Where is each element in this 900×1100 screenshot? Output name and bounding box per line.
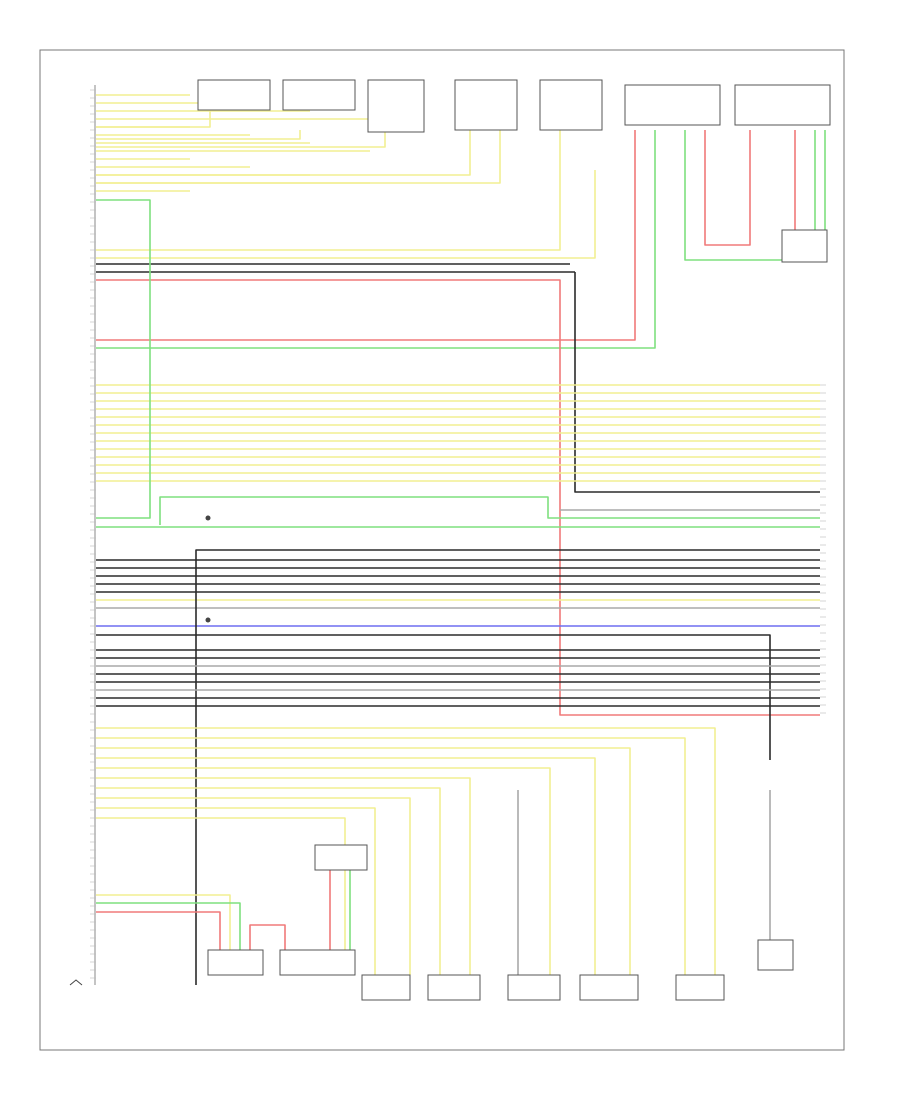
wire-bl-green xyxy=(96,902,241,950)
wire-bl-yellow xyxy=(96,894,231,950)
aux-module-box xyxy=(781,229,828,263)
wire-low-2 xyxy=(96,747,631,975)
wire-low-0 xyxy=(96,727,716,975)
wire-green-module-6 xyxy=(96,130,656,349)
wire-group xyxy=(96,94,826,985)
top-component-5 xyxy=(539,79,603,131)
ground-icon xyxy=(69,979,83,986)
wire-green-module-7 xyxy=(684,130,826,261)
diagram-frame xyxy=(39,49,845,1051)
top-component-6 xyxy=(624,84,721,126)
wire-black-aux-drop xyxy=(96,634,771,760)
wire-to-comp-1 xyxy=(96,110,211,128)
bottom-component-2 xyxy=(279,949,356,976)
wire-to-comp-4 xyxy=(96,130,471,176)
bottom-component-7 xyxy=(675,974,725,1001)
wire-black-vertical xyxy=(195,549,820,985)
wire-low-7 xyxy=(96,797,411,975)
bottom-component-3 xyxy=(361,974,411,1001)
wire-red-module-7 xyxy=(704,130,751,246)
wire-low-3 xyxy=(96,757,596,975)
wire-to-comp-4b xyxy=(96,130,501,184)
wire-bl-red xyxy=(96,911,221,950)
bottom-component-4 xyxy=(427,974,481,1001)
wire-green-loop xyxy=(96,199,151,519)
wire-low-8 xyxy=(96,807,376,975)
wire-low-9 xyxy=(96,817,346,975)
wire-bl-red-loop xyxy=(249,924,286,950)
bottom-component-8 xyxy=(757,939,794,971)
top-component-1 xyxy=(197,79,271,111)
wire-to-comp-3 xyxy=(96,130,386,148)
top-component-7 xyxy=(734,84,831,126)
top-component-4 xyxy=(454,79,518,131)
top-component-2 xyxy=(282,79,356,111)
wire-red-long xyxy=(96,279,820,716)
bottom-component-1 xyxy=(207,949,264,976)
wire-low-1 xyxy=(96,737,686,975)
wire-low-4 xyxy=(96,767,551,975)
top-component-3 xyxy=(367,79,425,133)
note-marker-1 xyxy=(205,515,211,521)
wire-to-comp-5b xyxy=(96,170,596,259)
wire-black-long xyxy=(574,272,820,493)
wire-low-6 xyxy=(96,787,441,975)
wire-low-5 xyxy=(96,777,471,975)
bottom-component-5 xyxy=(507,974,561,1001)
wire-to-comp-2 xyxy=(96,130,301,140)
wire-red-module-6 xyxy=(96,130,636,341)
bottom-component-6 xyxy=(579,974,639,1001)
junction-block xyxy=(314,844,368,871)
wire-green-net-1 xyxy=(159,496,820,525)
note-marker-2 xyxy=(205,617,211,623)
wire-to-comp-5 xyxy=(96,130,561,251)
component-group xyxy=(69,79,831,1001)
